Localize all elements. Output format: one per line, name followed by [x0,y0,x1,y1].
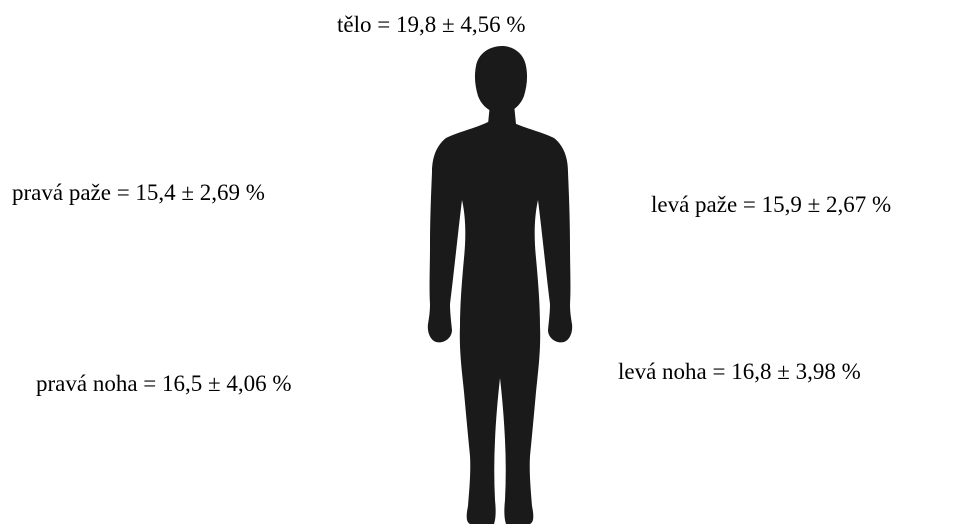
head [475,46,527,112]
label-left-arm: levá paže = 15,9 ± 2,67 % [651,192,891,218]
label-body: tělo = 19,8 ± 4,56 % [337,12,526,38]
body [428,122,572,524]
label-right-leg: pravá noha = 16,5 ± 4,06 % [36,371,292,397]
human-silhouette-icon [400,40,600,524]
label-left-leg: levá noha = 16,8 ± 3,98 % [618,359,861,385]
neck [488,104,516,124]
label-right-arm: pravá paže = 15,4 ± 2,69 % [12,180,265,206]
